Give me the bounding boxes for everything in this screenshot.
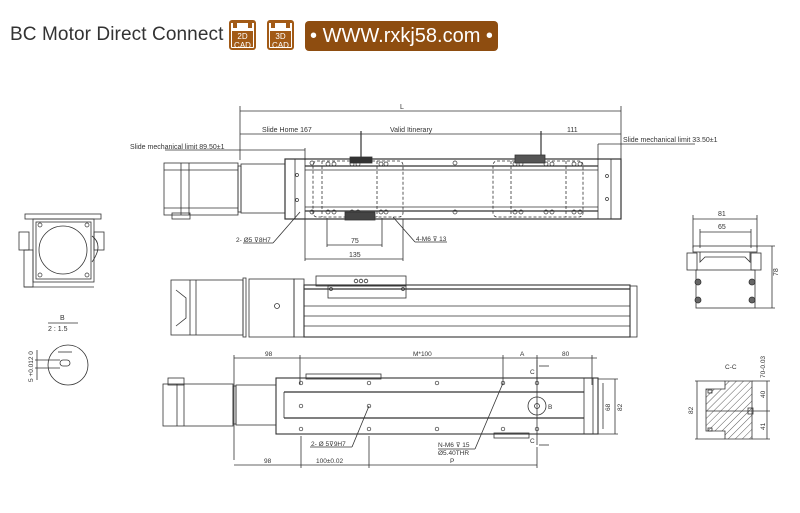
detail-b: B 2 : 1.5 5 +0.012 0 [28, 315, 89, 386]
folder-tab-icon [233, 20, 237, 28]
dim-p: P [450, 458, 454, 465]
hole-note-top: 2- Ø5 ⊽8H7 [236, 236, 271, 244]
dim-135: 135 [349, 252, 361, 259]
dim-68: 68 [605, 403, 612, 411]
dim-a: A [520, 351, 525, 358]
website-link[interactable]: • WWW.rxkj58.com • [305, 21, 498, 51]
bottom-view: 98 M*100 A 80 C B C [162, 351, 624, 468]
section-c-bottom: C [530, 438, 535, 445]
section-c-top: C [530, 369, 535, 376]
limit-left-label: Slide mechanical limit 89.50±1 [130, 144, 225, 151]
dim-82: 82 [617, 403, 624, 411]
folder-tab-icon [271, 20, 275, 28]
valid-itinerary-label: Valid Itinerary [390, 127, 433, 134]
dim-l: L [400, 104, 404, 111]
dim-98-top: 98 [265, 351, 273, 358]
section-dim-tol: 70-0.03 [760, 356, 767, 378]
dim-m100: M*100 [413, 351, 432, 358]
detail-b-scale: 2 : 1.5 [48, 326, 68, 333]
dim-100: 100±0.02 [316, 458, 343, 465]
side-view [170, 275, 638, 338]
folder-tab-icon [286, 20, 290, 28]
thread-note-bottom-1: N-M6 ⊽ 15 [438, 441, 470, 449]
detail-b-label: B [60, 315, 65, 322]
left-end-view [18, 213, 105, 288]
thread-note-bottom-2: Ø5.40THR [438, 450, 469, 457]
section-dim-41: 41 [760, 422, 767, 430]
dim-80: 80 [562, 351, 570, 358]
hole-note-bottom: 2- Ø 5⊽9H7 [311, 440, 346, 448]
dim-81: 81 [718, 211, 726, 218]
detail-b-ref: B [548, 404, 552, 411]
section-dim-40: 40 [760, 390, 767, 398]
section-cc-label: C-C [725, 364, 737, 371]
folder-tab-icon [248, 20, 252, 28]
dim-111: 111 [567, 127, 578, 134]
detail-b-tolerance: 5 +0.012 0 [28, 351, 35, 382]
right-end-view: 81 65 78 [686, 211, 780, 309]
dim-98-bottom: 98 [264, 458, 272, 465]
dim-78: 78 [773, 268, 780, 276]
page-title: BC Motor Direct Connect [10, 24, 224, 45]
dim-65: 65 [718, 224, 726, 231]
slide-home-label: Slide Home 167 [262, 127, 312, 134]
section-cc: C-C 82 40 70-0.03 41 [688, 356, 770, 440]
thread-note-top: 4-M6 ⊽ 13 [416, 235, 447, 243]
limit-right-label: Slide mechanical limit 33.50±1 [623, 137, 718, 144]
dim-75: 75 [351, 238, 359, 245]
top-view: L Slide Home 167 Valid Itinerary 111 Sli… [130, 104, 718, 261]
section-dim-82: 82 [688, 406, 695, 414]
